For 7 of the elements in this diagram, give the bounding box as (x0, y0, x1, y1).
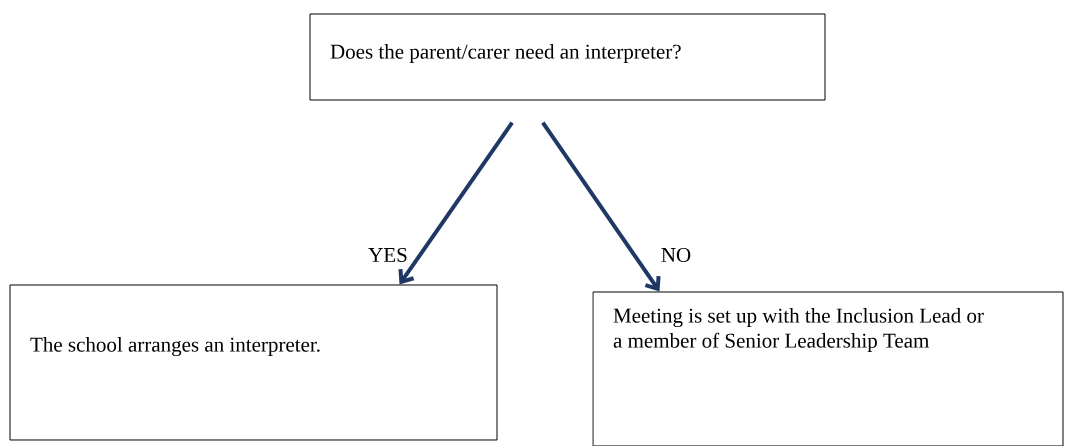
edge-label: NO (659, 246, 693, 264)
arrow (398, 121, 514, 285)
edge-label: YES (367, 246, 409, 264)
process-box: Meeting is set up with the Inclusion Lead or a member of Senior Leadership Team (592, 291, 1064, 446)
process-box: The school arranges an interpreter. (9, 284, 498, 441)
question-box: Does the parent/carer need an interpreter? (309, 13, 826, 101)
arrow (541, 121, 661, 292)
